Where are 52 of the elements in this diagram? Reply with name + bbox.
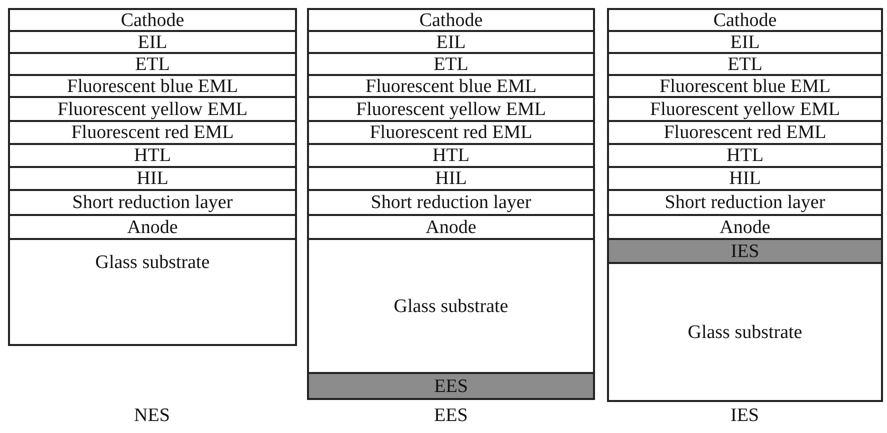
- layer-name: Glass substrate: [95, 252, 210, 273]
- layer-band: [309, 122, 593, 145]
- layer-stack: [607, 8, 883, 402]
- layer-name: Fluorescent red EML: [71, 122, 234, 143]
- layer-band: [609, 76, 881, 98]
- layer-name: Cathode: [120, 10, 184, 30]
- layer-name: Fluorescent blue EML: [67, 76, 238, 96]
- layer-name: HIL: [729, 168, 761, 189]
- layer-name: Short reduction layer: [664, 192, 826, 213]
- layer-name: Glass substrate: [688, 322, 802, 342]
- layer-name: HTL: [134, 145, 171, 166]
- layer-name: Short reduction layer: [370, 192, 532, 213]
- layer-name: ETL: [135, 54, 170, 74]
- layer-name: EIL: [730, 32, 760, 52]
- layer-name: HIL: [435, 168, 467, 189]
- layer-name: IES: [730, 240, 760, 262]
- layer-band: [10, 76, 295, 98]
- layer-band: [609, 240, 881, 264]
- layer-band: [309, 76, 593, 98]
- layer-band: [10, 10, 295, 32]
- layer-name: Fluorescent red EML: [370, 122, 532, 143]
- layer-band: [309, 374, 593, 398]
- layer-name: HTL: [726, 145, 764, 166]
- layer-name: Cathode: [419, 10, 483, 30]
- layer-name: Fluorescent blue EML: [660, 76, 830, 96]
- layer-name: HTL: [432, 145, 470, 166]
- layer-name: Fluorescent yellow EML: [650, 98, 840, 120]
- layer-name: HIL: [136, 168, 168, 189]
- layer-name: Cathode: [713, 10, 777, 30]
- layer-name: ETL: [434, 54, 468, 74]
- layer-name: Short reduction layer: [72, 192, 233, 213]
- layer-name: EIL: [436, 32, 466, 52]
- layer-band: [609, 122, 881, 145]
- layer-stack: [8, 8, 297, 346]
- layer-name: ETL: [728, 54, 762, 74]
- layer-name: EES: [434, 376, 468, 396]
- stack-caption: EES: [434, 405, 468, 427]
- stack-caption: IES: [730, 405, 759, 427]
- layer-band: [609, 10, 881, 32]
- layer-band: [10, 122, 295, 145]
- layer-stack: [307, 8, 595, 400]
- layer-name: Fluorescent yellow EML: [58, 98, 248, 120]
- layer-name: EIL: [138, 32, 168, 52]
- layer-name: Glass substrate: [394, 296, 508, 316]
- layer-name: Fluorescent red EML: [664, 122, 826, 143]
- layer-band: [309, 10, 593, 32]
- layer-name: Anode: [426, 216, 476, 238]
- layer-name: Fluorescent blue EML: [366, 76, 536, 96]
- layer-name: Anode: [720, 216, 770, 238]
- stack-caption: NES: [134, 405, 170, 427]
- layer-name: Anode: [127, 216, 178, 238]
- layer-name: Fluorescent yellow EML: [356, 98, 546, 120]
